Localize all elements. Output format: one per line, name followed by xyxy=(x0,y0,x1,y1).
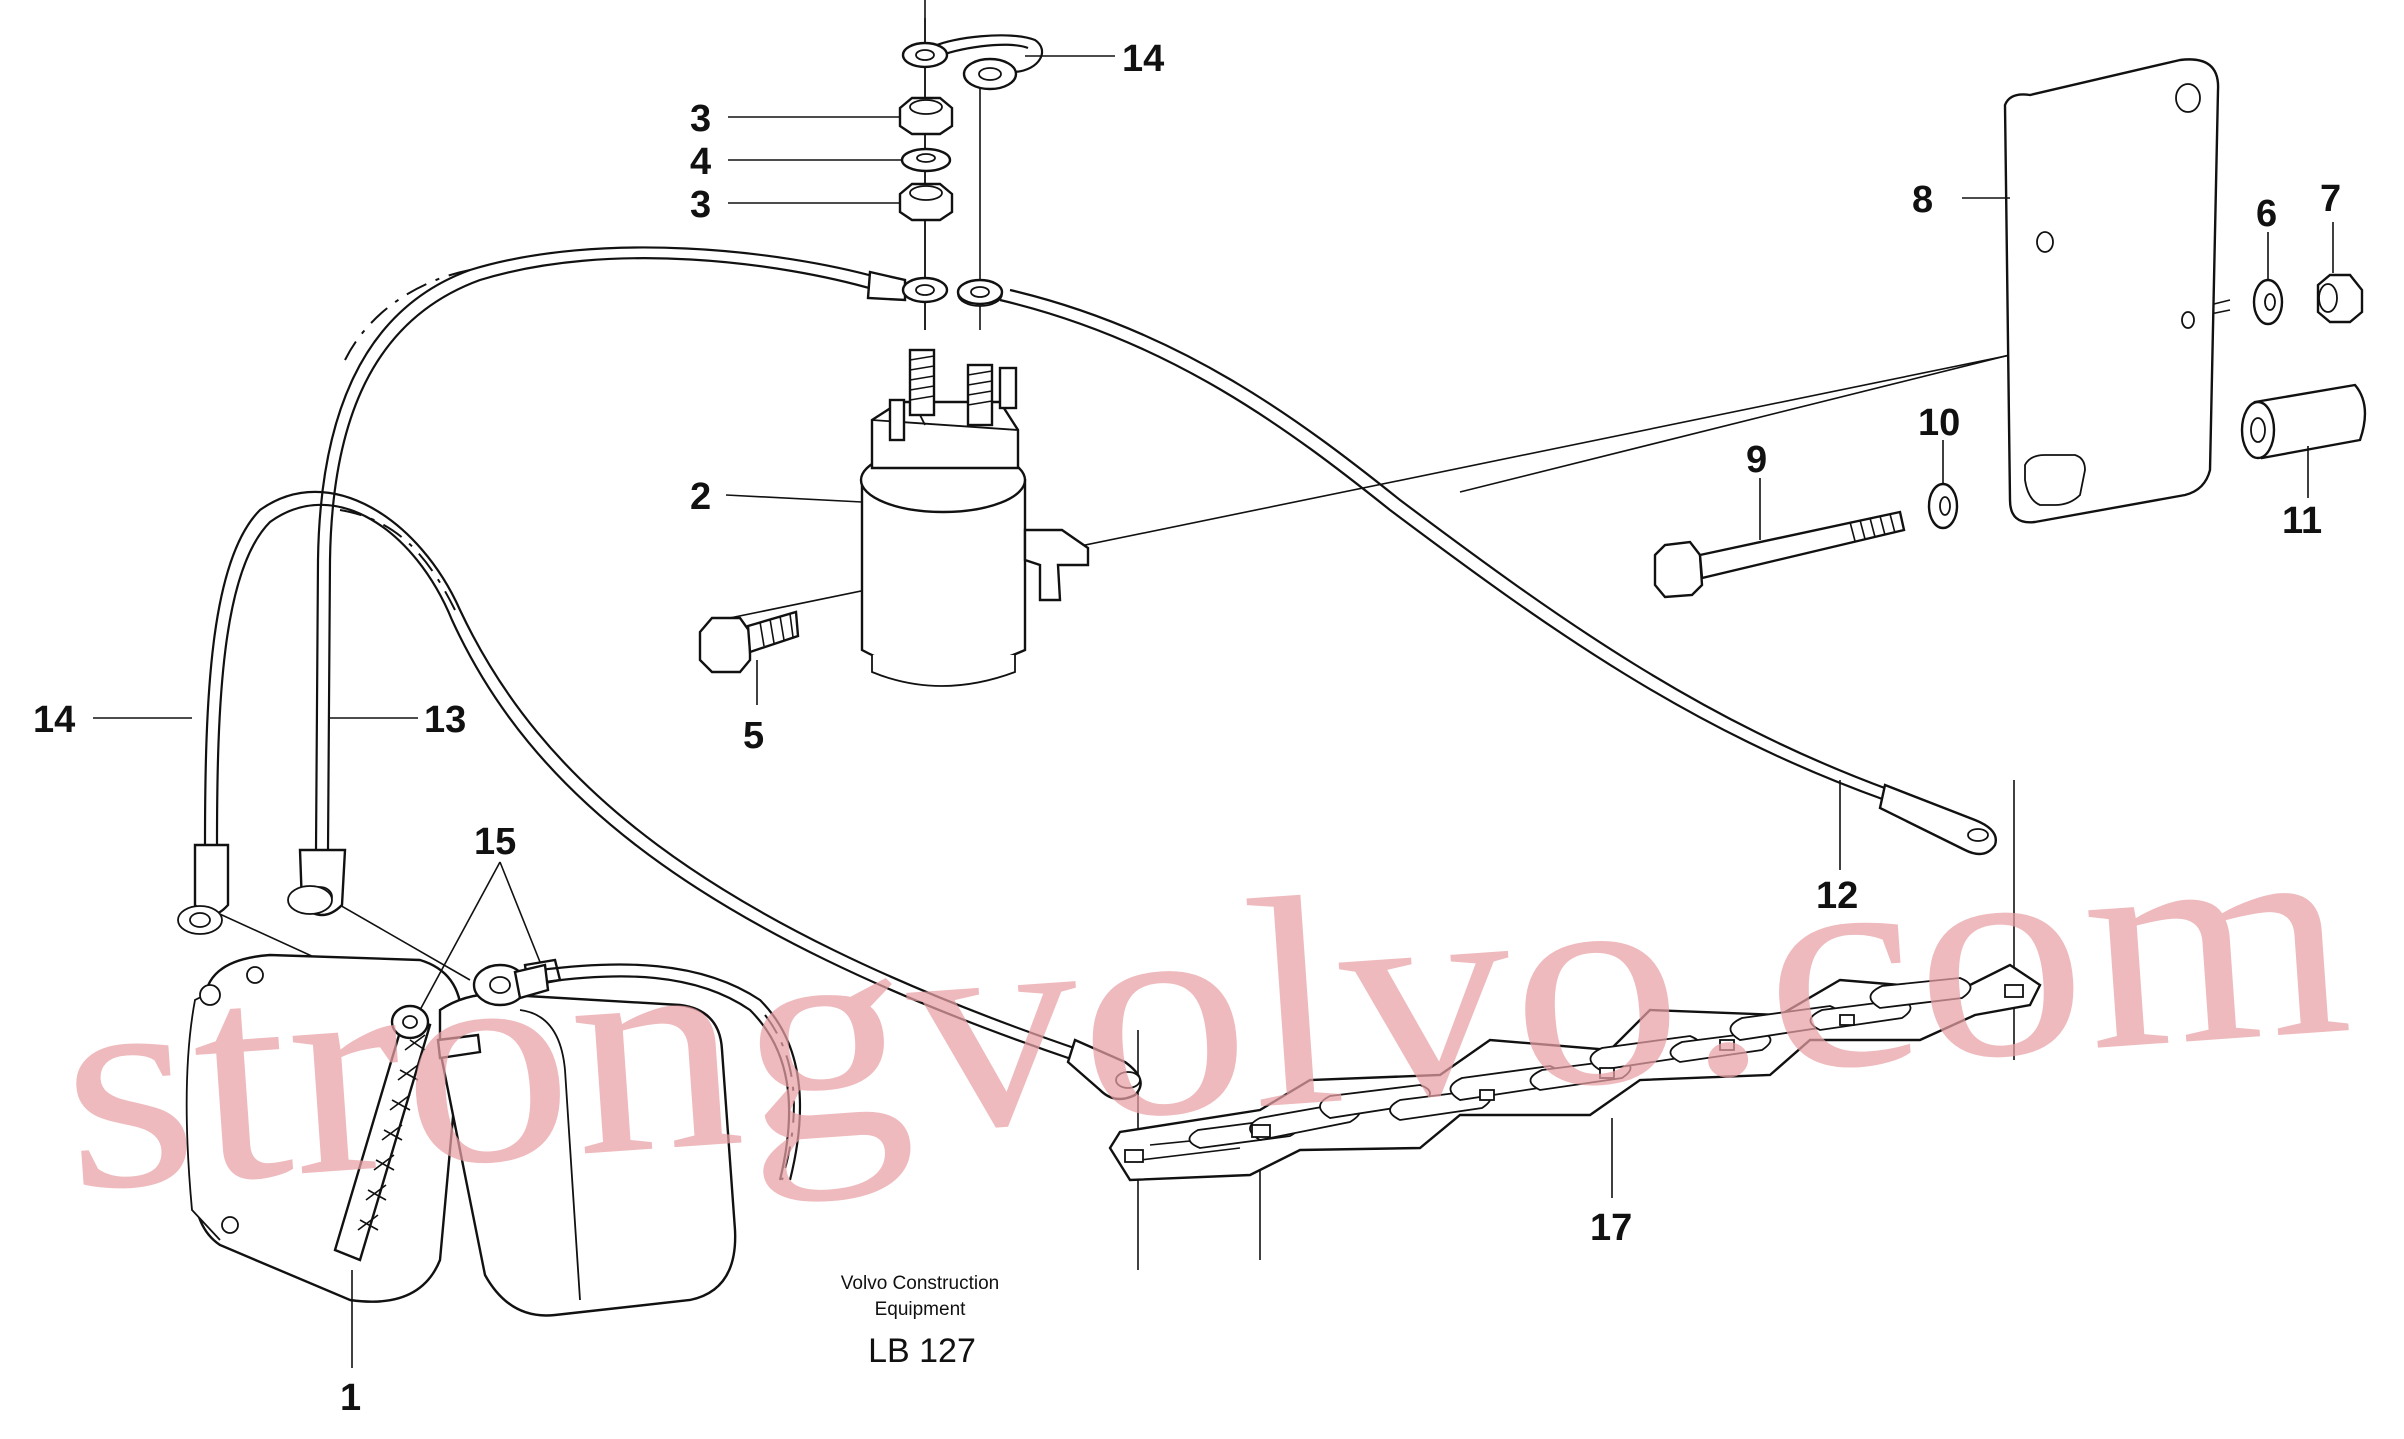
part-15-cable-link xyxy=(901,34,1044,91)
part-16-cable xyxy=(472,963,802,1181)
callout-2: 2 xyxy=(690,476,711,518)
callout-7: 7 xyxy=(2320,178,2341,220)
drawing-code: LB 127 xyxy=(868,1332,976,1370)
callout-16: 15 xyxy=(474,821,516,863)
part-17-heater-element xyxy=(1108,963,2042,1182)
leader-16a xyxy=(419,861,501,1011)
caption-line-2: Equipment xyxy=(875,1299,967,1320)
part-10-washer xyxy=(1927,482,1959,530)
part-7-nut xyxy=(2316,273,2364,324)
callout-17: 17 xyxy=(1590,1207,1632,1249)
part-1-starter-motor xyxy=(185,953,737,1317)
callout-14: 14 xyxy=(33,699,75,741)
callout-9: 9 xyxy=(1746,439,1767,481)
callout-4: 4 xyxy=(690,141,711,183)
caption-line-1: Volvo Construction xyxy=(841,1273,999,1294)
part-3-nut-lower xyxy=(898,182,954,222)
callout-3-upper: 3 xyxy=(690,98,711,140)
part-5-screw xyxy=(698,610,800,674)
callout-1: 1 xyxy=(340,1377,361,1419)
lug-washers xyxy=(901,276,1004,306)
callout-12: 12 xyxy=(1816,875,1858,917)
callout-8: 8 xyxy=(1912,179,1933,221)
callout-labels: 14 3 4 3 2 5 8 6 7 9 10 11 12 13 14 15 1… xyxy=(33,38,2341,1419)
watermark-text: strongvolvo.com xyxy=(51,763,2359,1255)
part-8-bracket-plate xyxy=(2003,58,2220,524)
callout-6: 6 xyxy=(2256,193,2277,235)
part-4-washer xyxy=(900,147,952,173)
part-9-bolt xyxy=(1653,510,1906,599)
part-3-nut-upper xyxy=(898,96,954,136)
part-6-washer xyxy=(2252,278,2284,326)
callout-3-lower: 3 xyxy=(690,184,711,226)
cable-12 xyxy=(957,281,1997,856)
leader-lines xyxy=(93,55,2334,1368)
callout-15: 14 xyxy=(1122,38,1164,80)
leader-2 xyxy=(725,494,863,503)
callout-11: 11 xyxy=(2282,500,2322,542)
drawing-caption: Volvo Construction Equipment LB 127 xyxy=(841,1273,999,1370)
cable-14 xyxy=(177,490,1142,1101)
cable-13 xyxy=(287,246,907,917)
callout-13: 13 xyxy=(424,699,466,741)
part-2-solenoid xyxy=(859,348,1090,687)
leader-16b xyxy=(499,861,541,963)
part-11-spacer xyxy=(2240,383,2367,460)
callout-5: 5 xyxy=(743,715,764,757)
callout-10: 10 xyxy=(1918,402,1960,444)
